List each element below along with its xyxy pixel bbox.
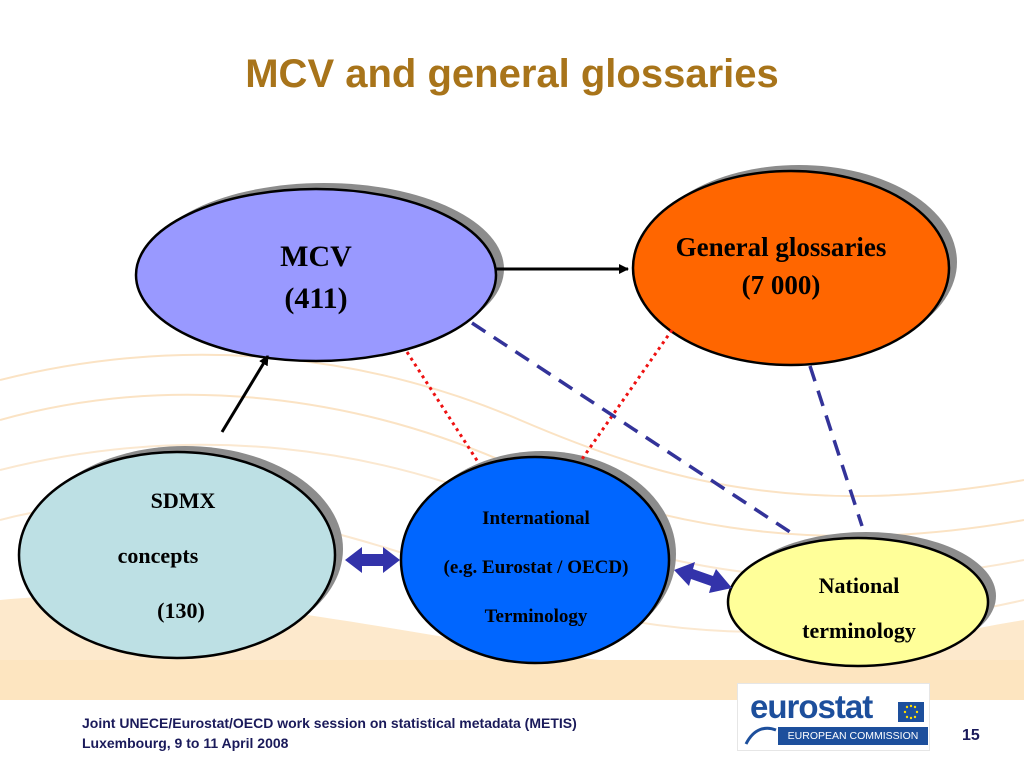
national-ellipse xyxy=(726,536,990,668)
general-glossaries-ellipse xyxy=(631,169,951,367)
double-arrow-international-national xyxy=(674,562,732,593)
national-line2: terminology xyxy=(802,618,916,643)
mcv-ellipse xyxy=(134,187,498,363)
international-line1: International xyxy=(482,508,590,529)
national-node: National terminology xyxy=(768,563,950,653)
page-number: 15 xyxy=(962,727,980,744)
logo-subtitle: EUROPEAN COMMISSION xyxy=(778,727,928,745)
footer: Joint UNECE/Eurostat/OECD work session o… xyxy=(82,713,577,753)
arrow-sdmx-to-mcv xyxy=(220,355,270,433)
mcv-count: (411) xyxy=(284,282,348,315)
international-line3: Terminology xyxy=(484,606,588,627)
general-glossaries-count: (7 000) xyxy=(741,270,821,300)
footer-line1: Joint UNECE/Eurostat/OECD work session o… xyxy=(82,715,577,731)
logo-word: eurostat xyxy=(750,688,873,725)
mcv-name: MCV xyxy=(280,240,352,273)
national-line1: National xyxy=(818,573,900,598)
sdmx-ellipse xyxy=(17,450,337,660)
dashed-general-national xyxy=(808,365,864,527)
double-arrow-sdmx-international xyxy=(345,547,400,573)
international-ellipse xyxy=(399,455,671,665)
international-node: International (e.g. Eurostat / OECD) Ter… xyxy=(405,494,667,641)
footer-line2: Luxembourg, 9 to 11 April 2008 xyxy=(82,735,289,751)
sdmx-line3: (130) xyxy=(157,598,205,623)
general-glossaries-node: General glossaries (7 000) xyxy=(636,228,926,304)
sdmx-node: SDMX concepts (130) xyxy=(105,473,255,638)
mcv-node: MCV (411) xyxy=(216,236,416,320)
dotted-general-international xyxy=(578,329,674,463)
international-line2: (e.g. Eurostat / OECD) xyxy=(443,557,629,578)
dashed-mcv-national xyxy=(471,321,791,534)
general-glossaries-name: General glossaries xyxy=(675,232,887,262)
dotted-mcv-international xyxy=(405,351,480,463)
swoosh-icon xyxy=(744,726,777,745)
eurostat-logo: eurostat EUROPEAN COMMISSION xyxy=(737,683,930,751)
eu-flag-icon xyxy=(898,702,924,722)
slide-title: MCV and general glossaries xyxy=(245,52,779,96)
sdmx-line1: SDMX xyxy=(150,488,216,513)
sdmx-line2: concepts xyxy=(117,543,199,568)
